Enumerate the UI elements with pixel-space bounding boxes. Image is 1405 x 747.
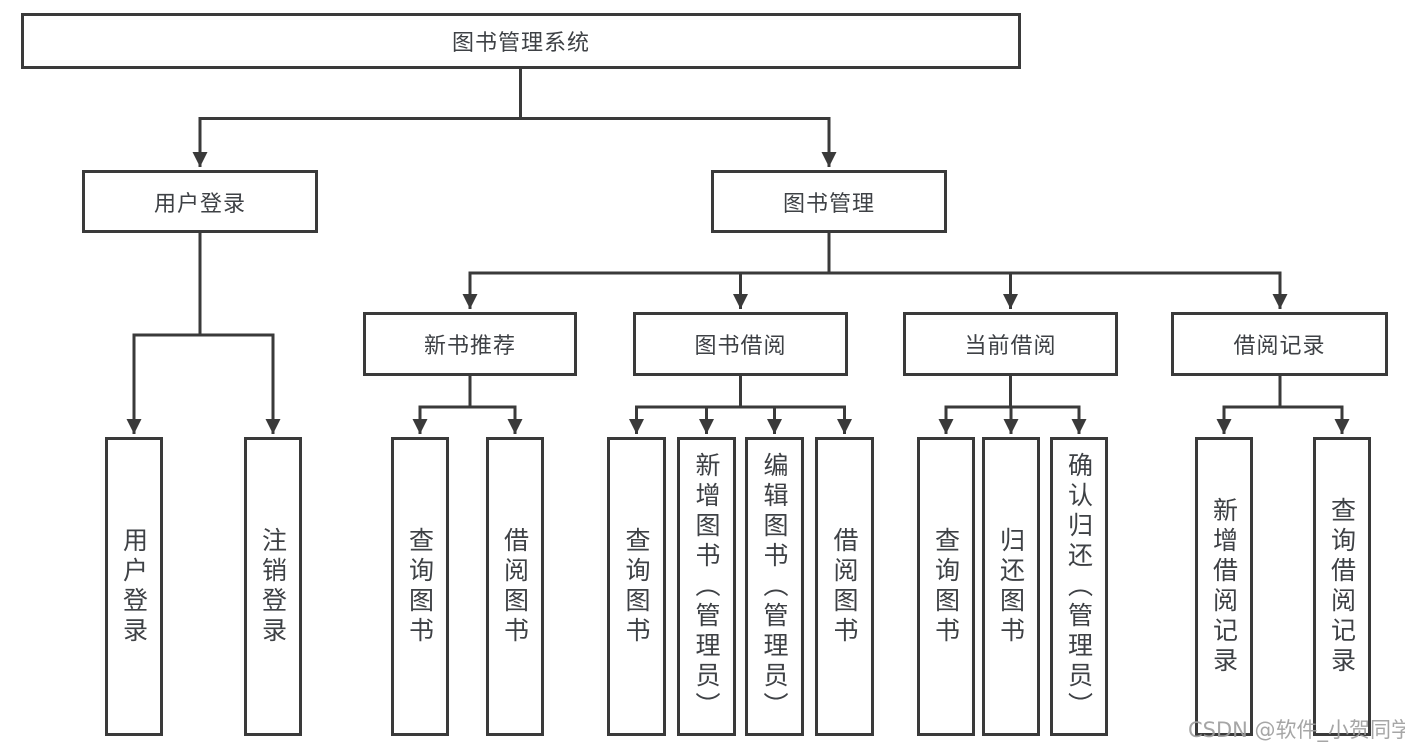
node-label: 当前借阅 — [964, 334, 1057, 359]
leaf-logout: 注销登录 — [244, 437, 302, 736]
node-label: 借阅记录 — [1233, 334, 1326, 359]
node-label: 新书推荐 — [423, 334, 516, 359]
node-label: 用户登录 — [153, 191, 246, 217]
leaf-label: 新增图书（管理员） — [692, 451, 721, 722]
leaf-user-login: 用户登录 — [105, 437, 163, 736]
node-label: 图书借阅 — [694, 334, 787, 359]
node-label: 图书管理系统 — [451, 31, 590, 56]
csdn-watermark: CSDN @软件_小贺同学 — [1188, 718, 1405, 742]
leaf-label: 归还图书 — [996, 526, 1026, 647]
node-borrowing-records: 借阅记录 — [1171, 312, 1388, 376]
leaf-query-books-current: 查询图书 — [917, 437, 975, 736]
leaf-label: 查询图书 — [622, 526, 651, 647]
node-current-borrowing: 当前借阅 — [903, 312, 1118, 376]
leaf-add-borrow-record: 新增借阅记录 — [1195, 437, 1253, 736]
leaf-label: 用户登录 — [119, 526, 149, 647]
leaf-confirm-return-admin: 确认归还（管理员） — [1050, 437, 1108, 736]
leaf-label: 确认归还（管理员） — [1064, 451, 1094, 722]
leaf-label: 查询图书 — [931, 526, 961, 647]
node-book-management: 图书管理 — [711, 170, 947, 233]
leaf-borrow-books: 借阅图书 — [815, 437, 874, 736]
leaf-label: 借阅图书 — [500, 526, 530, 647]
leaf-return-book: 归还图书 — [982, 437, 1040, 736]
leaf-label: 新增借阅记录 — [1209, 496, 1239, 677]
leaf-query-books-recommend: 查询图书 — [391, 437, 449, 736]
leaf-borrow-books-recommend: 借阅图书 — [486, 437, 544, 736]
node-book-borrowing: 图书借阅 — [633, 312, 848, 376]
leaf-query-borrow-record: 查询借阅记录 — [1313, 437, 1371, 736]
leaf-edit-book-admin: 编辑图书（管理员） — [745, 437, 804, 736]
leaf-label: 编辑图书（管理员） — [760, 451, 789, 722]
leaf-add-book-admin: 新增图书（管理员） — [677, 437, 736, 736]
node-label: 图书管理 — [782, 191, 875, 217]
leaf-label: 注销登录 — [258, 526, 288, 647]
leaf-label: 借阅图书 — [830, 526, 859, 647]
node-new-book-recommendation: 新书推荐 — [363, 312, 577, 376]
leaf-query-books-borrow: 查询图书 — [607, 437, 666, 736]
node-root-library-system: 图书管理系统 — [21, 13, 1021, 69]
leaf-label: 查询借阅记录 — [1327, 496, 1357, 677]
node-user-login: 用户登录 — [82, 170, 318, 233]
leaf-label: 查询图书 — [405, 526, 435, 647]
